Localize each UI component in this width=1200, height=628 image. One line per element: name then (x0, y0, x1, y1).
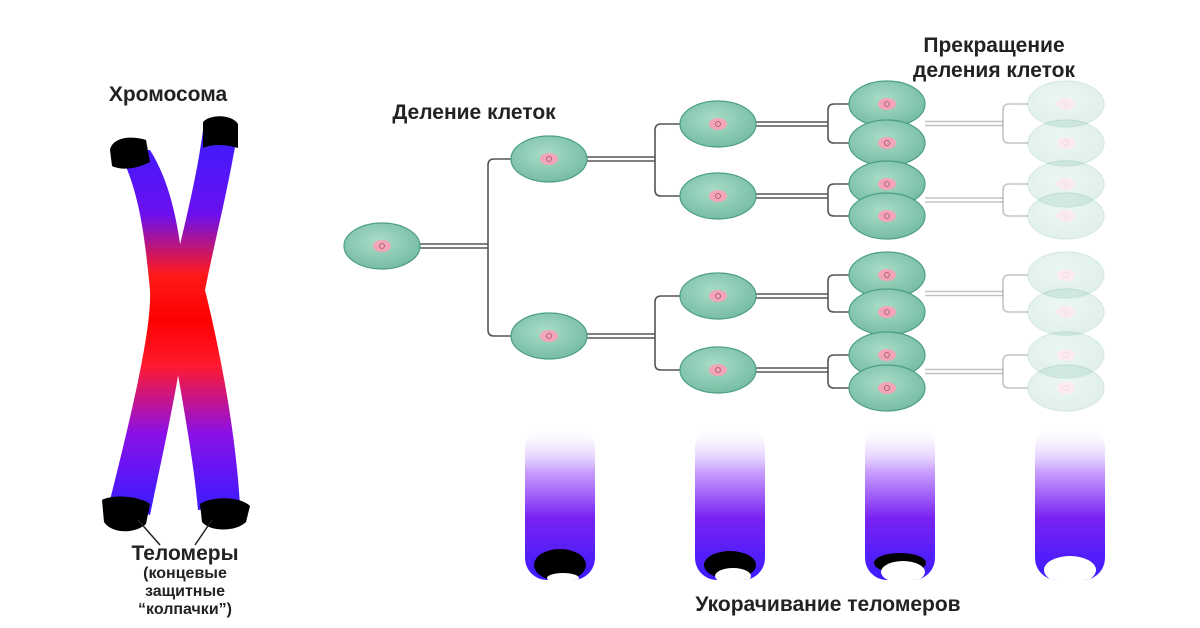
cell-gen3-1 (679, 100, 757, 148)
label-caps-line2: защитные (145, 583, 225, 600)
cell-gen5-3 (1027, 160, 1105, 208)
connector-curve (1002, 354, 1028, 362)
cell-gen4-1 (848, 80, 926, 128)
connector-curve (1002, 305, 1028, 313)
nucleus (709, 364, 727, 376)
telomere-top-right (203, 116, 238, 148)
label-caps-line1: (концевые (143, 565, 227, 582)
telomere-shortening-stubs (525, 425, 1105, 580)
label-stop-line1: Прекращение (923, 34, 1064, 57)
nucleus (1057, 382, 1075, 394)
connector-curve (827, 381, 850, 389)
nucleus (540, 153, 558, 165)
label-telomeres: Теломеры (131, 542, 238, 565)
telomere-bottom-left (102, 496, 150, 532)
connector-curve (1002, 274, 1028, 282)
cell-gen5-6 (1027, 288, 1105, 336)
connector-curve (654, 363, 680, 371)
connector-curve (1002, 103, 1028, 111)
nucleus (373, 240, 391, 252)
connector-curve (1002, 209, 1028, 217)
telomere-bottom-right (200, 498, 250, 530)
chromosome-arm-left (110, 150, 187, 515)
telomere-pointer-left (137, 519, 161, 546)
nucleus (878, 178, 896, 190)
connector-curve (654, 295, 680, 303)
connector-curve (827, 274, 850, 282)
nucleus (878, 98, 896, 110)
telomere-stub-4 (1035, 425, 1105, 580)
label-shortening: Укорачивание теломеров (695, 593, 960, 616)
telomere-pointer-right (194, 519, 213, 546)
nucleus (878, 210, 896, 222)
cell-gen4-4 (848, 192, 926, 240)
nucleus (878, 269, 896, 281)
cell-gen4-7 (848, 331, 926, 379)
nucleus (540, 330, 558, 342)
nucleus (1057, 137, 1075, 149)
connector-curve (487, 329, 512, 337)
telomere-top-left (110, 137, 150, 169)
connector-curve (827, 183, 850, 191)
nucleus (709, 290, 727, 302)
nucleus (1057, 178, 1075, 190)
cell-gen5-4 (1027, 192, 1105, 240)
nucleus (709, 118, 727, 130)
nucleus (1057, 349, 1075, 361)
nucleus (1057, 269, 1075, 281)
cell-gen4-5 (848, 251, 926, 299)
cell-gen2-1 (510, 135, 588, 183)
connector-curve (827, 136, 850, 144)
cell-gen3-4 (679, 346, 757, 394)
nucleus (878, 137, 896, 149)
cell-gen1 (343, 222, 421, 270)
cell-gen5-8 (1027, 364, 1105, 412)
connector-curve (654, 189, 680, 197)
connector-curve (487, 158, 512, 166)
label-caps-line3: “колпачки”) (138, 601, 232, 618)
nucleus (1057, 306, 1075, 318)
telomere-stub-1 (525, 425, 595, 580)
connector-curve (654, 123, 680, 131)
cell-gen3-2 (679, 172, 757, 220)
division-connectors (420, 103, 1028, 389)
label-chromosome: Хромосома (109, 83, 228, 106)
cell-gen4-2 (848, 119, 926, 167)
connector-curve (827, 209, 850, 217)
connector-curve (1002, 136, 1028, 144)
nucleus (878, 382, 896, 394)
cell-gen4-8 (848, 364, 926, 412)
connector-curve (1002, 381, 1028, 389)
connector-curve (827, 103, 850, 111)
cell-gen3-3 (679, 272, 757, 320)
connector-curve (827, 305, 850, 313)
chromosome (102, 116, 250, 546)
nucleus (878, 306, 896, 318)
cell-gen5-5 (1027, 251, 1105, 299)
label-stop-line2: деления клеток (913, 59, 1076, 82)
cell-gen4-6 (848, 288, 926, 336)
cells (343, 80, 1105, 412)
nucleus (1057, 98, 1075, 110)
cell-gen5-2 (1027, 119, 1105, 167)
connector-curve (1002, 183, 1028, 191)
nucleus (1057, 210, 1075, 222)
telomere-stub-3 (865, 425, 935, 580)
label-division: Деление клеток (392, 101, 556, 124)
cell-gen2-2 (510, 312, 588, 360)
telomere-stub-2 (695, 425, 765, 580)
nucleus (878, 349, 896, 361)
chromosome-arm-right (169, 130, 240, 510)
nucleus (709, 190, 727, 202)
connector-curve (827, 354, 850, 362)
